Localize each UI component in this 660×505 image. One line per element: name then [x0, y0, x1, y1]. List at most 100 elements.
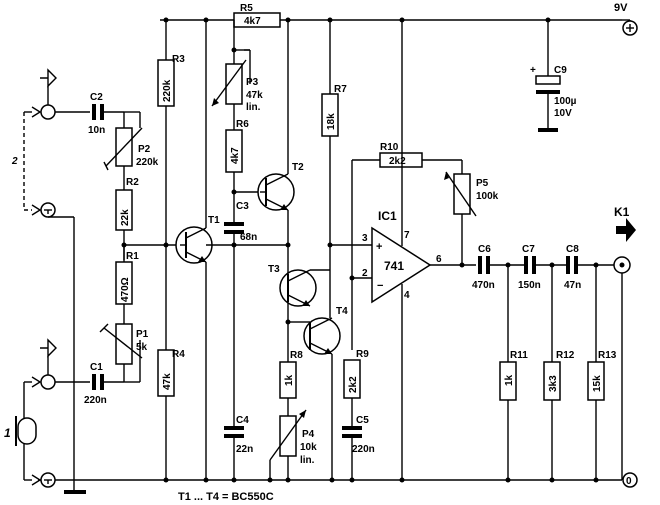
p2: P2 220k	[103, 111, 159, 171]
ic1-plus: +	[376, 241, 382, 253]
c5-ref: C5	[356, 415, 369, 426]
t4-ref: T4	[336, 306, 348, 317]
r9-ref: R9	[356, 349, 369, 360]
r7-ref: R7	[334, 84, 347, 95]
r11: R11 1k	[499, 350, 528, 401]
c6-val: 470n	[472, 280, 495, 291]
p4-val: 10k	[300, 442, 317, 453]
r13-val: 15k	[592, 375, 603, 392]
p3-ref: P3	[246, 77, 259, 88]
p4-ref: P4	[302, 429, 315, 440]
r11-ref: R11	[510, 350, 528, 361]
r6-ref: R6	[236, 119, 249, 130]
input-line-2: 2	[11, 68, 57, 218]
ground-rail: 0	[38, 472, 638, 488]
p2-ref: P2	[138, 144, 151, 155]
c7-val: 150n	[518, 280, 541, 291]
p3: P3 47k lin.	[211, 49, 263, 113]
p5-ref: P5	[476, 178, 489, 189]
t3-ref: T3	[268, 264, 280, 275]
r7: R7 18k	[321, 84, 347, 137]
r8-ref: R8	[290, 350, 303, 361]
r8-val: 1k	[284, 374, 295, 386]
c1: C1 220n	[84, 362, 107, 406]
c2-val: 10n	[88, 125, 105, 136]
mic-number: 1	[4, 426, 11, 440]
p2-val: 220k	[136, 157, 159, 168]
ic1-val: 741	[384, 259, 404, 273]
p3-val: 47k	[246, 90, 263, 101]
c3: C3 68n	[224, 201, 257, 243]
r12-val: 3k3	[548, 375, 559, 392]
r6-val: 4k7	[230, 147, 241, 164]
r2-val: 22k	[120, 209, 131, 226]
c3-val: 68n	[240, 232, 257, 243]
r2-ref: R2	[126, 177, 139, 188]
transistor-note: T1 ... T4 = BC550C	[178, 491, 274, 503]
c8-ref: C8	[566, 244, 579, 255]
gnd-label: 0	[626, 476, 632, 487]
p1-ref: P1	[136, 329, 149, 340]
c8: C8 47n	[564, 244, 581, 291]
r1-ref: R1	[126, 251, 139, 262]
ic1-ref: IC1	[378, 209, 397, 223]
r13: R13 15k	[587, 350, 617, 401]
c4-ref: C4	[236, 415, 249, 426]
c3-ref: C3	[236, 201, 249, 212]
c9: + C9 100µ 10V	[530, 65, 577, 119]
c1-ref: C1	[90, 362, 103, 373]
r2: R2 22k	[115, 177, 139, 231]
r3: 220k R3	[157, 20, 185, 107]
p1-val: 5k	[136, 342, 148, 353]
t1-ref: T1	[208, 215, 220, 226]
ic1-minus: −	[377, 280, 383, 292]
t1: T1	[175, 215, 220, 264]
p5-val: 100k	[476, 191, 499, 202]
c5-val: 220n	[352, 444, 375, 455]
vplus-label: 9V	[614, 2, 628, 14]
t4: T4	[302, 306, 348, 355]
ic1-pin3: 3	[362, 233, 368, 244]
r13-ref: R13	[598, 350, 617, 361]
ic1-pin7: 7	[404, 230, 410, 241]
c5: C5 220n	[342, 415, 375, 455]
p4-extra: lin.	[300, 455, 315, 466]
c4-val: 22n	[236, 444, 253, 455]
r4-val: 47k	[162, 373, 173, 390]
r5-ref: R5	[240, 3, 253, 14]
k1-ref: K1	[614, 205, 630, 219]
r1-val: 470Ω	[120, 277, 131, 302]
t2-ref: T2	[292, 162, 304, 173]
line2-number: 2	[11, 156, 18, 167]
ic1-opamp: IC1 741 + − 3 2 6 7 4	[362, 209, 442, 304]
c9-plus: +	[530, 65, 536, 76]
r5: R5 4k7	[233, 3, 281, 28]
k1-output-jack: K1	[613, 205, 636, 274]
ic1-pin6: 6	[436, 254, 442, 265]
c6-ref: C6	[478, 244, 491, 255]
ic1-pin4: 4	[404, 290, 410, 301]
p4: P4 10k lin.	[269, 409, 317, 466]
c7-ref: C7	[522, 244, 535, 255]
r9-val: 2k2	[348, 376, 359, 393]
r9: R9 2k2	[343, 349, 369, 399]
r11-val: 1k	[504, 374, 515, 386]
positive-rail: 9V	[160, 2, 638, 36]
r6: R6 4k7	[225, 119, 249, 173]
p5: P5 100k	[444, 171, 499, 217]
t3: T3	[268, 264, 317, 307]
c9-val: 100µ	[554, 96, 577, 107]
t2: T2	[257, 162, 304, 211]
c2-ref: C2	[90, 92, 103, 103]
c2: C2 10n	[88, 92, 105, 136]
c9-extra: 10V	[554, 108, 572, 119]
r10-ref: R10	[380, 142, 399, 153]
r3-val: 220k	[162, 79, 173, 102]
r8: R8 1k	[279, 350, 303, 399]
r10: R10 2k2	[379, 142, 423, 168]
c6: C6 470n	[472, 244, 495, 291]
c4: C4 22n	[224, 415, 253, 455]
input-mic-1: 1	[4, 338, 57, 488]
p1: P1 5k	[99, 323, 149, 383]
